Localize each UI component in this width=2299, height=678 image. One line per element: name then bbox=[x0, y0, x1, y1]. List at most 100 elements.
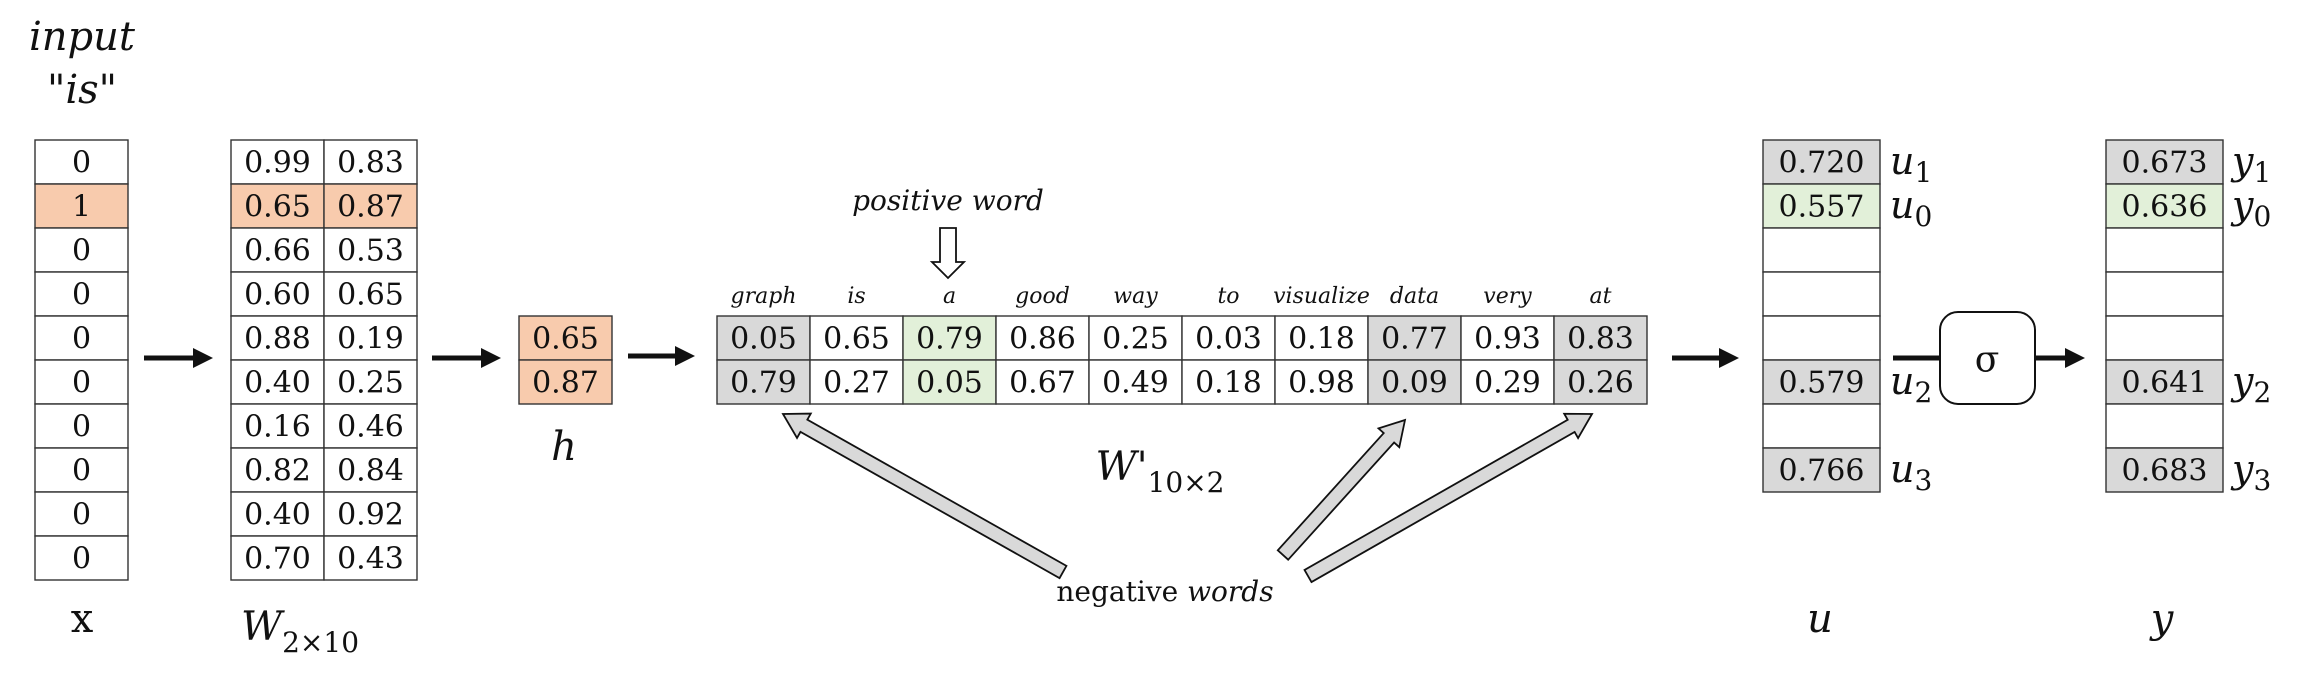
w-r2-c1-value: 0.53 bbox=[337, 234, 404, 269]
wprime-r1-c5-value: 0.18 bbox=[1195, 366, 1262, 401]
w-r7-c1-value: 0.84 bbox=[337, 454, 404, 489]
input-x-2-value: 0 bbox=[72, 234, 91, 269]
u-2-cell bbox=[1762, 227, 1881, 273]
wprime-r1-c7-cell bbox=[1367, 359, 1462, 405]
wprime-r1-c0-value: 0.79 bbox=[730, 366, 797, 401]
wprime-r0-c1-value: 0.65 bbox=[823, 322, 890, 357]
w-r7-c1-cell bbox=[323, 447, 418, 493]
w-r1-c1-cell bbox=[323, 183, 418, 229]
positive-word-note: positive word bbox=[852, 184, 1044, 217]
input-x-7-value: 0 bbox=[72, 454, 91, 489]
wprime-r0-c8-value: 0.93 bbox=[1474, 322, 1541, 357]
w-r4-c1-cell bbox=[323, 315, 418, 361]
wprime-r0-c9-value: 0.83 bbox=[1567, 322, 1634, 357]
y-1-cell bbox=[2105, 183, 2224, 229]
w-r0-c0-value: 0.99 bbox=[244, 146, 311, 181]
y-tag-5: y2 bbox=[2230, 359, 2271, 409]
input-x-9-cell bbox=[34, 535, 129, 581]
u-6-cell bbox=[1762, 403, 1881, 449]
w-r3-c1-cell bbox=[323, 271, 418, 317]
wprime-r1-c6-value: 0.98 bbox=[1288, 366, 1355, 401]
y-tag-7: y3 bbox=[2230, 447, 2271, 497]
wprime-r0-c3-cell bbox=[995, 315, 1090, 361]
input-title-line1: input bbox=[29, 14, 136, 60]
hidden-label-h: h bbox=[551, 424, 577, 470]
wprime-r0-c5-cell bbox=[1181, 315, 1276, 361]
negative-arrow-graph bbox=[781, 412, 1068, 580]
w-r9-c1-cell bbox=[323, 535, 418, 581]
input-x-3-cell bbox=[34, 271, 129, 317]
w-r5-c0-value: 0.40 bbox=[244, 366, 311, 401]
wprime-r0-c5-value: 0.03 bbox=[1195, 322, 1262, 357]
w-r9-c0-value: 0.70 bbox=[244, 542, 311, 577]
w-r6-c1-cell bbox=[323, 403, 418, 449]
w-r0-c1-value: 0.83 bbox=[337, 146, 404, 181]
w-r5-c1-value: 0.25 bbox=[337, 366, 404, 401]
input-x-4-value: 0 bbox=[72, 322, 91, 357]
input-x-1-value: 1 bbox=[72, 190, 91, 225]
wprime-r1-c9-value: 0.26 bbox=[1567, 366, 1634, 401]
hidden-vector: 0.650.87 bbox=[518, 315, 613, 405]
u-label: u bbox=[1807, 596, 1833, 642]
wprime-r0-c0-value: 0.05 bbox=[730, 322, 797, 357]
input-x-8-value: 0 bbox=[72, 498, 91, 533]
u-5-value: 0.579 bbox=[1779, 366, 1865, 401]
wprime-r0-c3-value: 0.86 bbox=[1009, 322, 1076, 357]
sigma-symbol: σ bbox=[1975, 340, 2000, 381]
wprime-r0-c6-value: 0.18 bbox=[1288, 322, 1355, 357]
h-1-cell bbox=[518, 359, 613, 405]
w-matrix-label: W2×10 bbox=[241, 604, 359, 659]
y-4-cell bbox=[2105, 315, 2224, 361]
w-r9-c1-value: 0.43 bbox=[337, 542, 404, 577]
u-tag-0: u1 bbox=[1890, 139, 1932, 189]
w-r5-c1-cell bbox=[323, 359, 418, 405]
u-0-cell bbox=[1762, 139, 1881, 185]
u-0-value: 0.720 bbox=[1779, 146, 1865, 181]
wprime-r1-c2-value: 0.05 bbox=[916, 366, 983, 401]
wprime-r1-c0-cell bbox=[716, 359, 811, 405]
w-r6-c1-value: 0.46 bbox=[337, 410, 404, 445]
input-x-0-cell bbox=[34, 139, 129, 185]
wprime-r0-c2-cell bbox=[902, 315, 997, 361]
wprime-r1-c3-value: 0.67 bbox=[1009, 366, 1076, 401]
w-r2-c0-value: 0.66 bbox=[244, 234, 311, 269]
wprime-r0-c6-cell bbox=[1274, 315, 1369, 361]
input-title-line2: "is" bbox=[47, 67, 117, 113]
wprime-r1-c4-value: 0.49 bbox=[1102, 366, 1169, 401]
h-0-cell bbox=[518, 315, 613, 361]
wprime-r0-c4-value: 0.25 bbox=[1102, 322, 1169, 357]
negative-words-note: negative words bbox=[1056, 575, 1273, 608]
wprime-word-very: very bbox=[1483, 284, 1532, 309]
wprime-r1-c3-cell bbox=[995, 359, 1090, 405]
w-r3-c0-cell bbox=[230, 271, 325, 317]
w-r1-c1-value: 0.87 bbox=[337, 190, 404, 225]
wprime-word-data: data bbox=[1390, 284, 1439, 309]
input-x-5-cell bbox=[34, 359, 129, 405]
wprime-word-is: is bbox=[847, 284, 865, 309]
w-r4-c0-value: 0.88 bbox=[244, 322, 311, 357]
wprime-r1-c9-cell bbox=[1553, 359, 1648, 405]
y-6-cell bbox=[2105, 403, 2224, 449]
input-x-0-value: 0 bbox=[72, 146, 91, 181]
wprime-r1-c6-cell bbox=[1274, 359, 1369, 405]
u-tag-7: u3 bbox=[1890, 447, 1932, 497]
y-2-cell bbox=[2105, 227, 2224, 273]
h-1-value: 0.87 bbox=[532, 366, 599, 401]
wprime-r1-c8-value: 0.29 bbox=[1474, 366, 1541, 401]
negative-arrow-data bbox=[1276, 418, 1407, 561]
w-prime-matrix: graph0.050.79is0.650.27a0.790.05good0.86… bbox=[716, 284, 1648, 405]
negative-arrow-at bbox=[1303, 412, 1594, 584]
wprime-r1-c1-value: 0.27 bbox=[823, 366, 890, 401]
y-tag-1: y0 bbox=[2230, 183, 2271, 233]
negative-words-arrows bbox=[781, 412, 1594, 584]
w-r8-c1-cell bbox=[323, 491, 418, 537]
input-x-1-cell bbox=[34, 183, 129, 229]
y-label: y bbox=[2149, 596, 2175, 642]
input-x-7-cell bbox=[34, 447, 129, 493]
u-7-cell bbox=[1762, 447, 1881, 493]
input-label-x: x bbox=[71, 596, 94, 642]
wprime-r0-c2-value: 0.79 bbox=[916, 322, 983, 357]
w-r0-c1-cell bbox=[323, 139, 418, 185]
